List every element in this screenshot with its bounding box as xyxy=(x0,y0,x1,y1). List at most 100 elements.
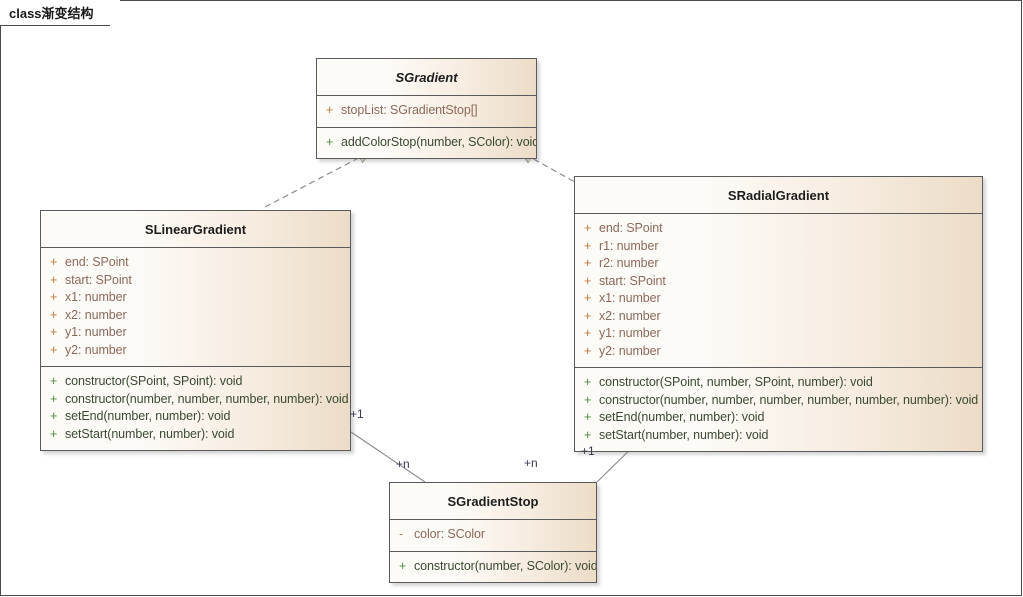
attribute-row: + end: SPoint xyxy=(575,220,982,238)
attribute-label: end: SPoint xyxy=(599,221,663,235)
attribute-row: + y2: number xyxy=(41,342,350,360)
visibility-marker: + xyxy=(584,410,592,424)
attribute-row: - color: SColor xyxy=(390,526,596,544)
attribute-row: + end: SPoint xyxy=(41,254,350,272)
attribute-label: x1: number xyxy=(65,290,127,304)
visibility-marker: + xyxy=(399,558,407,573)
methods-section-sgradientstop: + constructor(number, SColor): void xyxy=(390,550,596,583)
attribute-row: + x1: number xyxy=(41,289,350,307)
attribute-label: y2: number xyxy=(65,342,127,357)
visibility-marker: + xyxy=(50,307,58,322)
attributes-section-sgradientstop: - color: SColor xyxy=(390,520,596,551)
multiplicity-linear-end: +1 xyxy=(350,407,364,421)
visibility-marker: + xyxy=(584,273,592,288)
attribute-label: y1: number xyxy=(65,325,127,339)
method-label: constructor(SPoint, SPoint): void xyxy=(65,374,243,388)
attribute-label: x1: number xyxy=(599,291,661,305)
attribute-label: y2: number xyxy=(599,343,661,358)
method-row: + constructor(number, number, number, nu… xyxy=(575,392,982,410)
attribute-row: + x2: number xyxy=(575,308,982,326)
visibility-marker: + xyxy=(50,255,58,269)
method-label: setEnd(number, number): void xyxy=(599,410,765,424)
multiplicity-radial-stop-end: +n xyxy=(524,456,538,470)
visibility-marker: + xyxy=(50,325,58,339)
method-label: setEnd(number, number): void xyxy=(65,409,231,423)
method-row: + addColorStop(number, SColor): void xyxy=(317,134,536,152)
connector-linear-association-stop xyxy=(350,431,426,483)
visibility-marker: + xyxy=(50,342,58,357)
method-row: + constructor(number, SColor): void xyxy=(390,558,596,576)
class-name-sradialgradient: SRadialGradient xyxy=(575,177,982,214)
diagram-title: class渐变结构 xyxy=(9,6,94,21)
method-label: setStart(number, number): void xyxy=(65,426,235,441)
class-box-sgradientstop[interactable]: SGradientStop - color: SColor + construc… xyxy=(389,482,597,583)
class-name-sgradientstop: SGradientStop xyxy=(390,483,596,520)
method-row: + setEnd(number, number): void xyxy=(41,408,350,426)
attribute-row: + start: SPoint xyxy=(575,273,982,291)
multiplicity-radial-end: +1 xyxy=(581,444,595,458)
visibility-marker: + xyxy=(584,326,592,340)
visibility-marker: + xyxy=(50,409,58,423)
method-label: constructor(number, number, number, numb… xyxy=(65,391,349,406)
attribute-label: start: SPoint xyxy=(599,273,666,288)
visibility-marker: - xyxy=(399,527,404,541)
visibility-marker: + xyxy=(584,343,592,358)
visibility-marker: + xyxy=(326,134,334,149)
visibility-marker: + xyxy=(584,392,592,407)
method-row: + setEnd(number, number): void xyxy=(575,409,982,427)
methods-section-slineargradient: + constructor(SPoint, SPoint): void + co… xyxy=(41,366,350,450)
attribute-label: x2: number xyxy=(599,308,661,323)
attribute-row: + r2: number xyxy=(575,255,982,273)
class-box-sgradient[interactable]: SGradient + stopList: SGradientStop[] + … xyxy=(316,58,537,159)
method-row: + constructor(SPoint, number, SPoint, nu… xyxy=(575,374,982,392)
attribute-label: r1: number xyxy=(599,238,659,253)
methods-section-sradialgradient: + constructor(SPoint, number, SPoint, nu… xyxy=(575,367,982,451)
method-row: + setStart(number, number): void xyxy=(575,427,982,445)
method-label: addColorStop(number, SColor): void xyxy=(341,134,537,149)
attribute-label: color: SColor xyxy=(414,527,485,541)
multiplicity-linear-stop-end: +n xyxy=(396,457,410,471)
visibility-marker: + xyxy=(584,427,592,442)
methods-section-sgradient: + addColorStop(number, SColor): void xyxy=(317,126,536,159)
attribute-label: start: SPoint xyxy=(65,272,132,287)
method-row: + setStart(number, number): void xyxy=(41,426,350,444)
attributes-section-slineargradient: + end: SPoint + start: SPoint + x1: numb… xyxy=(41,248,350,366)
visibility-marker: + xyxy=(50,391,58,406)
visibility-marker: + xyxy=(584,308,592,323)
attribute-row: + y1: number xyxy=(41,324,350,342)
attribute-row: + start: SPoint xyxy=(41,272,350,290)
attribute-label: r2: number xyxy=(599,256,659,270)
visibility-marker: + xyxy=(584,256,592,270)
class-name-slineargradient: SLinearGradient xyxy=(41,211,350,248)
visibility-marker: + xyxy=(326,103,334,117)
attributes-section-sgradient: + stopList: SGradientStop[] xyxy=(317,96,536,127)
attribute-row: + r1: number xyxy=(575,238,982,256)
class-box-slineargradient[interactable]: SLinearGradient + end: SPoint + start: S… xyxy=(40,210,351,451)
visibility-marker: + xyxy=(50,272,58,287)
visibility-marker: + xyxy=(50,426,58,441)
visibility-marker: + xyxy=(50,374,58,388)
diagram-title-tab[interactable]: class渐变结构 xyxy=(0,0,120,25)
method-label: constructor(number, number, number, numb… xyxy=(599,392,979,407)
attribute-label: end: SPoint xyxy=(65,255,129,269)
attribute-label: y1: number xyxy=(599,326,661,340)
visibility-marker: + xyxy=(50,290,58,304)
method-label: constructor(number, SColor): void xyxy=(414,558,597,573)
class-box-sradialgradient[interactable]: SRadialGradient + end: SPoint + r1: numb… xyxy=(574,176,983,452)
attribute-row: + x2: number xyxy=(41,307,350,325)
attribute-row: + y1: number xyxy=(575,325,982,343)
attribute-label: stopList: SGradientStop[] xyxy=(341,103,478,117)
method-label: setStart(number, number): void xyxy=(599,427,769,442)
visibility-marker: + xyxy=(584,221,592,235)
attribute-row: + y2: number xyxy=(575,343,982,361)
attribute-row: + stopList: SGradientStop[] xyxy=(317,102,536,120)
visibility-marker: + xyxy=(584,238,592,253)
connector-linear-realizes-gradient xyxy=(264,152,370,208)
class-name-sgradient: SGradient xyxy=(317,59,536,96)
visibility-marker: + xyxy=(584,291,592,305)
attribute-row: + x1: number xyxy=(575,290,982,308)
visibility-marker: + xyxy=(584,375,592,389)
attribute-label: x2: number xyxy=(65,307,127,322)
method-row: + constructor(SPoint, SPoint): void xyxy=(41,373,350,391)
